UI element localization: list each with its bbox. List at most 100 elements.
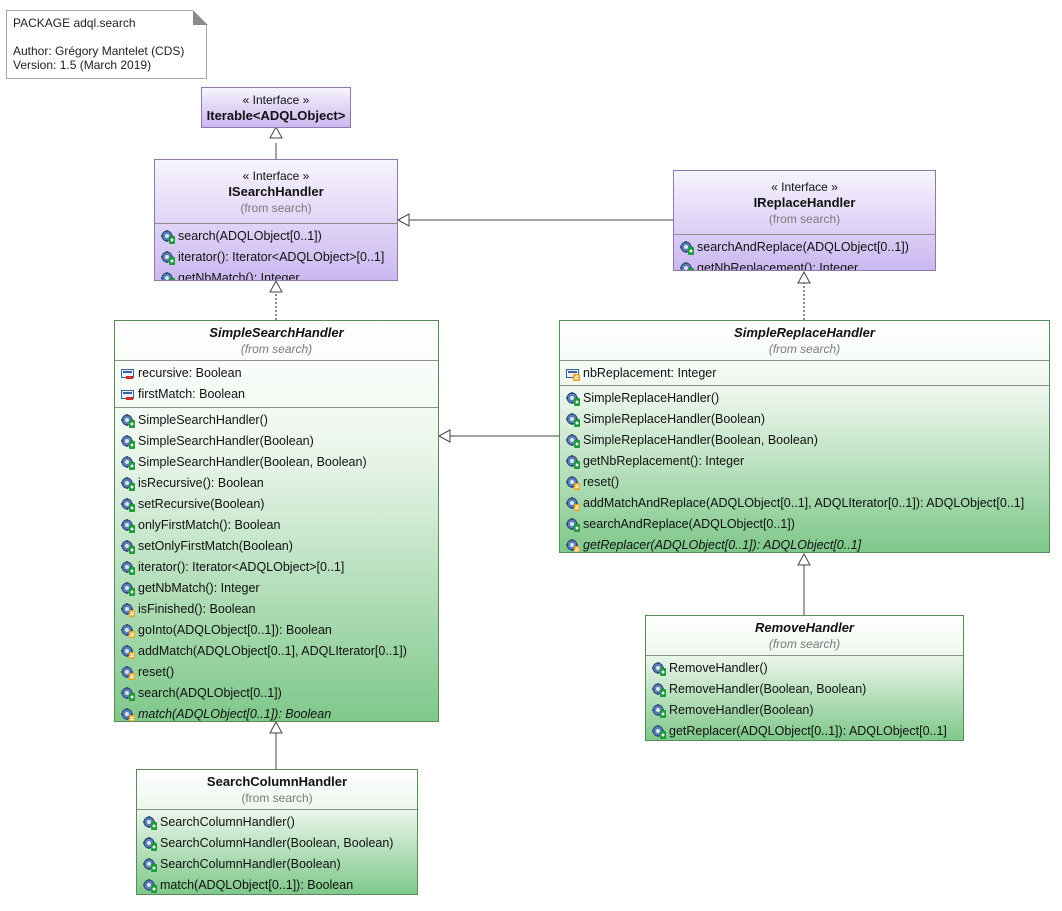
class-searchcolumnhandler[interactable]: SearchColumnHandler (from search) Search…	[136, 769, 418, 895]
operation-row-label: SimpleSearchHandler(Boolean)	[138, 434, 314, 448]
gear-hash-icon: #	[121, 665, 135, 680]
operation-row[interactable]: match(ADQLObject[0..1]): Boolean	[137, 875, 417, 894]
operations-compartment: searchAndReplace(ADQLObject[0..1])getNbR…	[674, 234, 935, 270]
generalization-arrowhead	[437, 429, 451, 443]
operation-row-label: isRecursive(): Boolean	[138, 476, 264, 490]
operation-row[interactable]: SimpleSearchHandler()	[115, 410, 438, 431]
operation-row-label: iterator(): Iterator<ADQLObject>[0..1]	[138, 560, 345, 574]
operation-row[interactable]: #match(ADQLObject[0..1]): Boolean	[115, 704, 438, 721]
operation-row[interactable]: onlyFirstMatch(): Boolean	[115, 515, 438, 536]
attribute-row[interactable]: #nbReplacement: Integer	[560, 363, 1049, 384]
operation-row[interactable]: iterator(): Iterator<ADQLObject>[0..1]	[155, 247, 397, 268]
operation-row-label: SearchColumnHandler(Boolean)	[160, 857, 341, 871]
operation-row-label: SimpleSearchHandler()	[138, 413, 268, 427]
package-origin-label: (from search)	[241, 791, 313, 805]
operations-compartment: SimpleSearchHandler() SimpleSearchHandler…	[115, 407, 438, 721]
operation-row-label: SimpleReplaceHandler(Boolean, Boolean)	[583, 433, 818, 447]
operation-row-label: SearchColumnHandler()	[160, 815, 295, 829]
attribute-row-label: recursive: Boolean	[138, 366, 242, 380]
class-simplesearchhandler[interactable]: SimpleSearchHandler (from search) recurs…	[114, 320, 439, 722]
operation-row[interactable]: searchAndReplace(ADQLObject[0..1])	[674, 237, 935, 258]
field-minus-icon	[121, 367, 135, 381]
operation-row[interactable]: iterator(): Iterator<ADQLObject>[0..1]	[115, 557, 438, 578]
gear-plus-icon	[566, 517, 580, 532]
attribute-row[interactable]: firstMatch: Boolean	[115, 384, 438, 405]
operation-row[interactable]: SimpleSearchHandler(Boolean)	[115, 431, 438, 452]
svg-text:#: #	[574, 374, 580, 381]
gear-hash-icon: #	[121, 623, 135, 638]
operation-row[interactable]: #reset()	[115, 662, 438, 683]
gear-plus-icon	[652, 661, 666, 676]
gear-plus-icon	[652, 703, 666, 718]
gear-plus-icon	[143, 836, 157, 851]
operation-row[interactable]: #addMatch(ADQLObject[0..1], ADQLIterator…	[115, 641, 438, 662]
gear-plus-icon	[143, 878, 157, 893]
operation-row[interactable]: #addMatchAndReplace(ADQLObject[0..1], AD…	[560, 493, 1049, 514]
operation-row[interactable]: SimpleReplaceHandler()	[560, 388, 1049, 409]
gear-plus-icon	[680, 261, 694, 270]
gear-plus-icon	[121, 455, 135, 470]
class-name: SimpleReplaceHandler	[734, 325, 875, 340]
operation-row-label: RemoveHandler()	[669, 661, 768, 675]
operation-row[interactable]: #isFinished(): Boolean	[115, 599, 438, 620]
gear-plus-icon	[566, 391, 580, 406]
operation-row[interactable]: getNbReplacement(): Integer	[560, 451, 1049, 472]
svg-text:#: #	[574, 483, 580, 490]
operation-row-label: getReplacer(ADQLObject[0..1]): ADQLObjec…	[669, 724, 947, 738]
class-simplereplacehandler[interactable]: SimpleReplaceHandler (from search) #nbRe…	[559, 320, 1050, 553]
operation-row[interactable]: SearchColumnHandler(Boolean, Boolean)	[137, 833, 417, 854]
operation-row[interactable]: RemoveHandler(Boolean)	[646, 700, 963, 721]
operation-row[interactable]: #goInto(ADQLObject[0..1]): Boolean	[115, 620, 438, 641]
operation-row[interactable]: getNbMatch(): Integer	[115, 578, 438, 599]
operation-row[interactable]: #getReplacer(ADQLObject[0..1]): ADQLObje…	[560, 535, 1049, 552]
realization-arrowhead	[797, 270, 811, 284]
operation-row[interactable]: #reset()	[560, 472, 1049, 493]
operation-row-label: getNbMatch(): Integer	[178, 271, 300, 281]
operation-row[interactable]: SimpleReplaceHandler(Boolean, Boolean)	[560, 430, 1049, 451]
operation-row[interactable]: SearchColumnHandler()	[137, 812, 417, 833]
gear-plus-icon	[161, 271, 175, 280]
interface-iterable[interactable]: « Interface » Iterable<ADQLObject>	[201, 87, 351, 128]
operation-row[interactable]: RemoveHandler(Boolean, Boolean)	[646, 679, 963, 700]
attribute-row[interactable]: recursive: Boolean	[115, 363, 438, 384]
operation-row-label: SimpleReplaceHandler()	[583, 391, 720, 405]
operation-row[interactable]: RemoveHandler()	[646, 658, 963, 679]
class-name: SimpleSearchHandler	[209, 325, 344, 340]
operation-row[interactable]: setRecursive(Boolean)	[115, 494, 438, 515]
gear-hash-icon: #	[121, 644, 135, 659]
attributes-compartment: #nbReplacement: Integer	[560, 360, 1049, 385]
operation-row[interactable]: SimpleSearchHandler(Boolean, Boolean)	[115, 452, 438, 473]
operation-row[interactable]: getNbReplacement(): Integer	[674, 258, 935, 270]
operation-row-label: search(ADQLObject[0..1])	[138, 686, 282, 700]
gear-hash-icon: #	[566, 538, 580, 552]
class-removehandler[interactable]: RemoveHandler (from search) RemoveHandle…	[645, 615, 964, 741]
operation-row-label: search(ADQLObject[0..1])	[178, 229, 322, 243]
interface-isearchhandler[interactable]: « Interface » ISearchHandler (from searc…	[154, 159, 398, 281]
operation-row-label: getNbMatch(): Integer	[138, 581, 260, 595]
interface-ireplacehandler[interactable]: « Interface » IReplaceHandler (from sear…	[673, 170, 936, 271]
gear-plus-icon	[161, 250, 175, 265]
operation-row[interactable]: SearchColumnHandler(Boolean)	[137, 854, 417, 875]
gear-plus-icon	[143, 815, 157, 830]
package-origin-label: (from search)	[240, 342, 313, 356]
gear-plus-icon	[143, 857, 157, 872]
operation-row[interactable]: SimpleReplaceHandler(Boolean)	[560, 409, 1049, 430]
operation-row[interactable]: isRecursive(): Boolean	[115, 473, 438, 494]
operation-row[interactable]: getNbMatch(): Integer	[155, 268, 397, 281]
operation-row[interactable]: searchAndReplace(ADQLObject[0..1])	[560, 514, 1049, 535]
operation-row[interactable]: search(ADQLObject[0..1])	[115, 683, 438, 704]
stereotype-label: « Interface »	[242, 169, 310, 183]
svg-text:#: #	[129, 673, 135, 680]
operation-row[interactable]: search(ADQLObject[0..1])	[155, 226, 397, 247]
gear-hash-icon: #	[566, 475, 580, 490]
operation-row-label: iterator(): Iterator<ADQLObject>[0..1]	[178, 250, 385, 264]
operation-row-label: searchAndReplace(ADQLObject[0..1])	[583, 517, 795, 531]
operation-row[interactable]: getReplacer(ADQLObject[0..1]): ADQLObjec…	[646, 721, 963, 740]
gear-plus-icon	[121, 434, 135, 449]
note-package: PACKAGE adql.search	[13, 16, 136, 30]
operation-row-label: addMatchAndReplace(ADQLObject[0..1], ADQ…	[583, 496, 1025, 510]
gear-plus-icon	[566, 433, 580, 448]
gear-plus-icon	[121, 686, 135, 701]
operation-row[interactable]: setOnlyFirstMatch(Boolean)	[115, 536, 438, 557]
